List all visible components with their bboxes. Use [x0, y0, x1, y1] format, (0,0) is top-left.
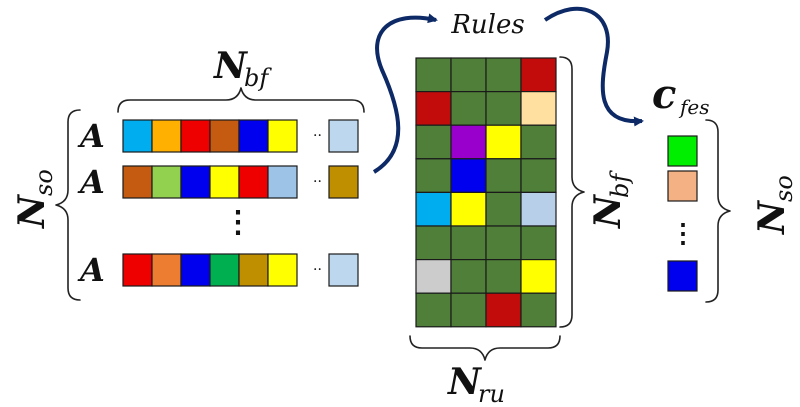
- input-cell-r1-c2: [151, 119, 182, 153]
- output-cell-3: [667, 260, 698, 292]
- n-bf-right-sub: bf: [606, 170, 634, 198]
- grid-cell-r7-c4: [520, 259, 557, 294]
- grid-cell-r3-c3: [485, 124, 522, 160]
- grid-cell-r4-c2: [450, 158, 487, 194]
- a-symbol-row-3-text: A: [77, 251, 105, 289]
- c-fes-main: c: [652, 71, 676, 118]
- grid-cell-r8-c1: [415, 292, 452, 328]
- input-cell-r2-c7: [328, 165, 359, 199]
- a-symbol-row-2-text: A: [77, 163, 105, 201]
- brace-left: [55, 109, 81, 301]
- rules-label: Rules: [450, 10, 524, 40]
- n-so-right-sub: so: [770, 175, 798, 202]
- input-cell-r3-c6: [267, 253, 298, 287]
- brace-top: [117, 87, 365, 113]
- input-cell-r1-c6: [267, 119, 298, 153]
- grid-cell-r8-c2: [450, 292, 487, 328]
- grid-cell-r5-c4: [520, 191, 557, 227]
- grid-cell-r5-c2: [450, 191, 487, 227]
- grid-cell-r7-c1: [415, 259, 452, 294]
- input-cell-r2-c6: [267, 165, 298, 199]
- row-2-dots: ··: [313, 174, 322, 190]
- brace-grid-bottom: [409, 335, 561, 361]
- input-cell-r1-c7: [328, 119, 359, 153]
- grid-cell-r4-c3: [485, 158, 522, 194]
- grid-cell-r7-c3: [485, 259, 522, 294]
- input-cell-r3-c4: [209, 253, 240, 287]
- grid-cell-r6-c3: [485, 225, 522, 261]
- n-bf-top-label: N bf: [213, 45, 272, 92]
- n-so-left-main: N: [11, 193, 53, 229]
- grid-cell-r6-c2: [450, 225, 487, 261]
- input-cell-r3-c3: [180, 253, 211, 287]
- grid-cell-r5-c1: [415, 191, 452, 227]
- grid-cell-r6-c1: [415, 225, 452, 261]
- n-bf-top-main: N: [213, 45, 249, 87]
- grid-cell-r8-c4: [520, 292, 557, 328]
- n-ru-main: N: [447, 361, 483, 403]
- output-cells: [667, 135, 698, 292]
- grid-cell-r4-c1: [415, 158, 452, 194]
- a-symbol-row-3: A: [77, 251, 105, 289]
- input-cell-r3-c1: [122, 253, 153, 287]
- grid-cell-r5-c3: [485, 191, 522, 227]
- input-cell-r1-c1: [122, 119, 153, 153]
- n-bf-right-main: N: [587, 193, 629, 229]
- a-symbol-row-1: A: [77, 117, 105, 155]
- n-so-left-sub: so: [30, 169, 58, 196]
- output-vertical-dots: ⋮: [670, 219, 696, 249]
- n-ru-label: N ru: [447, 361, 505, 407]
- grid-cell-r1-c2: [450, 57, 487, 93]
- c-fes-sub: fes: [678, 95, 710, 119]
- input-cell-r1-c5: [238, 119, 269, 153]
- input-cell-r3-c7: [328, 253, 359, 287]
- grid-cell-r3-c1: [415, 124, 452, 160]
- arrow-input-to-rules: [372, 13, 438, 174]
- grid-cell-r1-c4: [520, 57, 557, 93]
- input-cell-r1-c4: [209, 119, 240, 153]
- n-ru-sub: ru: [478, 380, 505, 407]
- row-3-dots: ··: [313, 262, 322, 278]
- input-cell-r2-c4: [209, 165, 240, 199]
- input-cell-r2-c5: [238, 165, 269, 199]
- grid-cell-r4-c4: [520, 158, 557, 194]
- grid-cell-r2-c2: [450, 90, 487, 126]
- grid-cell-r2-c3: [485, 90, 522, 126]
- input-cell-r2-c3: [180, 165, 211, 199]
- input-cell-r3-c5: [238, 253, 269, 287]
- a-symbol-row-1-text: A: [77, 117, 105, 155]
- input-cell-r3-c2: [151, 253, 182, 287]
- output-cell-1: [667, 135, 698, 167]
- grid-cell-r6-c4: [520, 225, 557, 261]
- grid-cell-r7-c2: [450, 259, 487, 294]
- input-cell-r1-c3: [180, 119, 211, 153]
- n-bf-top-sub: bf: [244, 64, 272, 92]
- input-cell-r2-c2: [151, 165, 182, 199]
- brace-grid-right: [559, 56, 585, 328]
- grid-cell-r1-c1: [415, 57, 452, 93]
- rule-grid: [415, 57, 557, 328]
- grid-cell-r2-c1: [415, 90, 452, 126]
- grid-cell-r1-c3: [485, 57, 522, 93]
- n-so-right-label: N so: [751, 175, 798, 235]
- input-rows: [122, 119, 359, 287]
- grid-cell-r8-c3: [485, 292, 522, 328]
- rows-vertical-dots: ⋮: [223, 205, 253, 240]
- row-1-dots: ··: [313, 128, 322, 144]
- output-cell-2: [667, 170, 698, 202]
- a-symbol-row-2: A: [77, 163, 105, 201]
- n-so-right-main: N: [751, 199, 793, 235]
- n-bf-right-label: N bf: [587, 170, 634, 229]
- grid-cell-r3-c4: [520, 124, 557, 160]
- c-fes-label: c fes: [652, 71, 710, 119]
- grid-cell-r2-c4: [520, 90, 557, 126]
- n-so-left-label: N so: [11, 169, 58, 229]
- arrow-rules-to-output: [543, 6, 644, 127]
- brace-output-right: [705, 119, 731, 303]
- grid-cell-r3-c2: [450, 124, 487, 160]
- input-cell-r2-c1: [122, 165, 153, 199]
